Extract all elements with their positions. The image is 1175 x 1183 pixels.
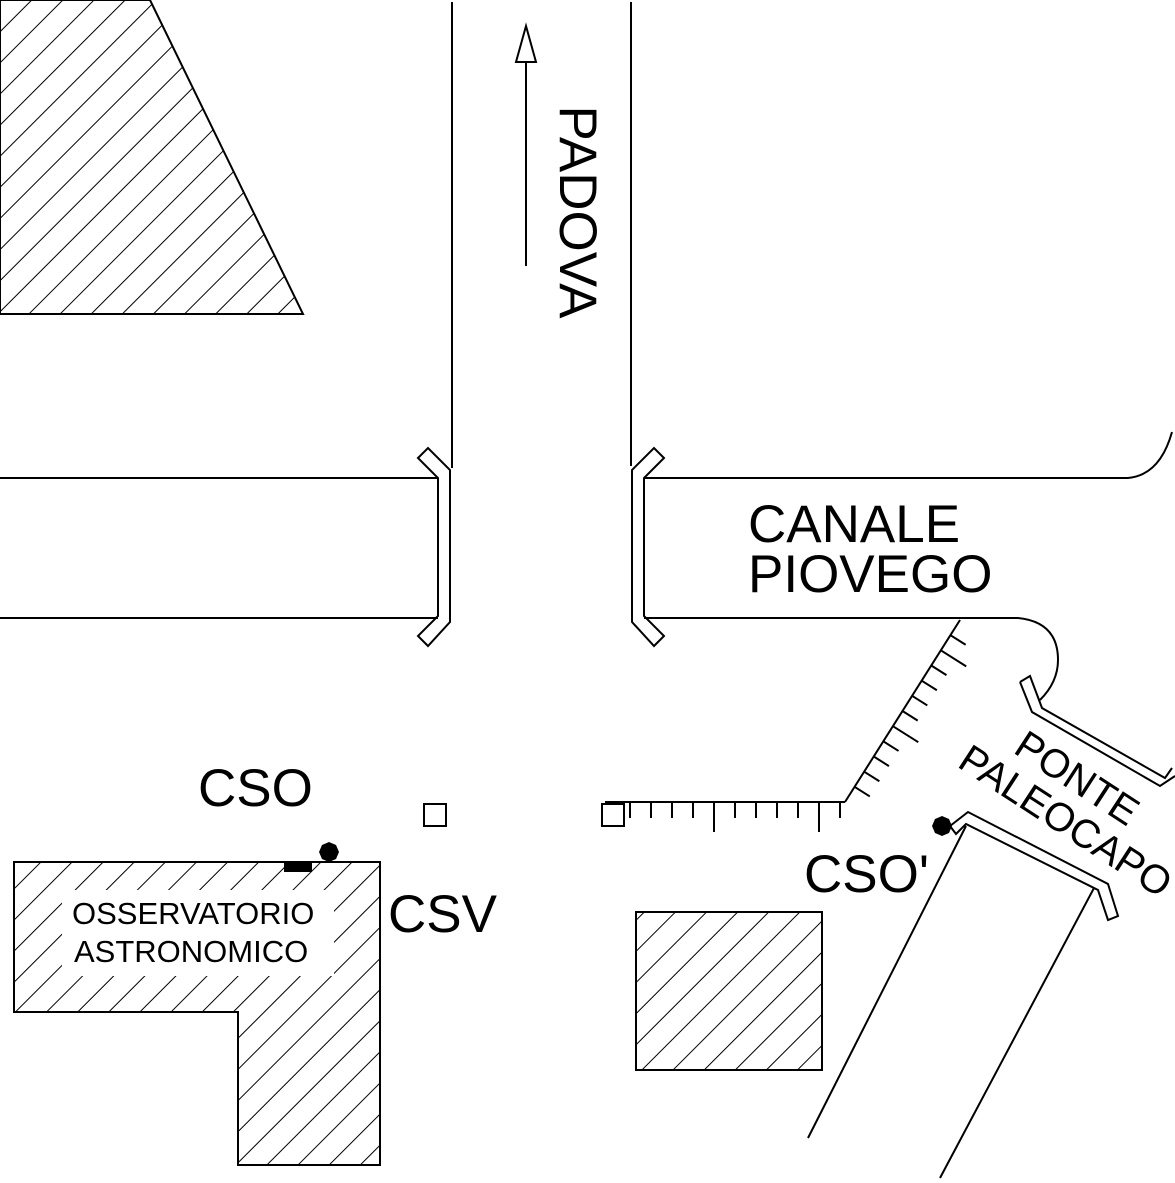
- embankment-ticks-diagonal: [854, 634, 967, 798]
- tick-mark: [930, 664, 948, 676]
- cso-prime-label: CSO': [804, 845, 929, 904]
- cso-marker-bar: [284, 862, 312, 872]
- observatory-label-line2: ASTRONOMICO: [74, 934, 308, 969]
- tick-mark: [911, 694, 928, 707]
- bridge-rails-right: [631, 446, 666, 648]
- tick-mark: [873, 755, 890, 767]
- embankment-ticks: [629, 802, 841, 832]
- cso-prime-marker-icon: [932, 816, 952, 836]
- bridge-rails-left: [416, 446, 451, 648]
- tick-mark: [882, 740, 900, 752]
- csv-marker: [423, 803, 447, 827]
- tick-mark: [940, 649, 967, 668]
- tick-mark: [921, 679, 938, 692]
- building-northwest: [0, 0, 305, 315]
- cso-label: CSO: [198, 759, 313, 818]
- observatory-label-line1: OSSERVATORIO: [72, 896, 314, 931]
- tick-mark: [854, 785, 871, 798]
- road-outlines: [0, 2, 1173, 701]
- building-south: [635, 911, 823, 1071]
- tick-mark: [949, 634, 967, 646]
- canal-label-line2: PIOVEGO: [748, 545, 992, 604]
- tick-mark: [901, 710, 919, 722]
- arrow-up-icon: [514, 22, 538, 266]
- tick-mark: [892, 725, 919, 744]
- tick-mark: [863, 770, 880, 783]
- cso-marker-icon: [319, 842, 339, 862]
- direction-label: PADOVA: [548, 105, 607, 319]
- embankment: [601, 619, 961, 827]
- csv-label: CSV: [388, 885, 498, 944]
- canal-label-line1: CANALE: [748, 495, 960, 554]
- paleocapo-bridge: [807, 674, 1175, 1179]
